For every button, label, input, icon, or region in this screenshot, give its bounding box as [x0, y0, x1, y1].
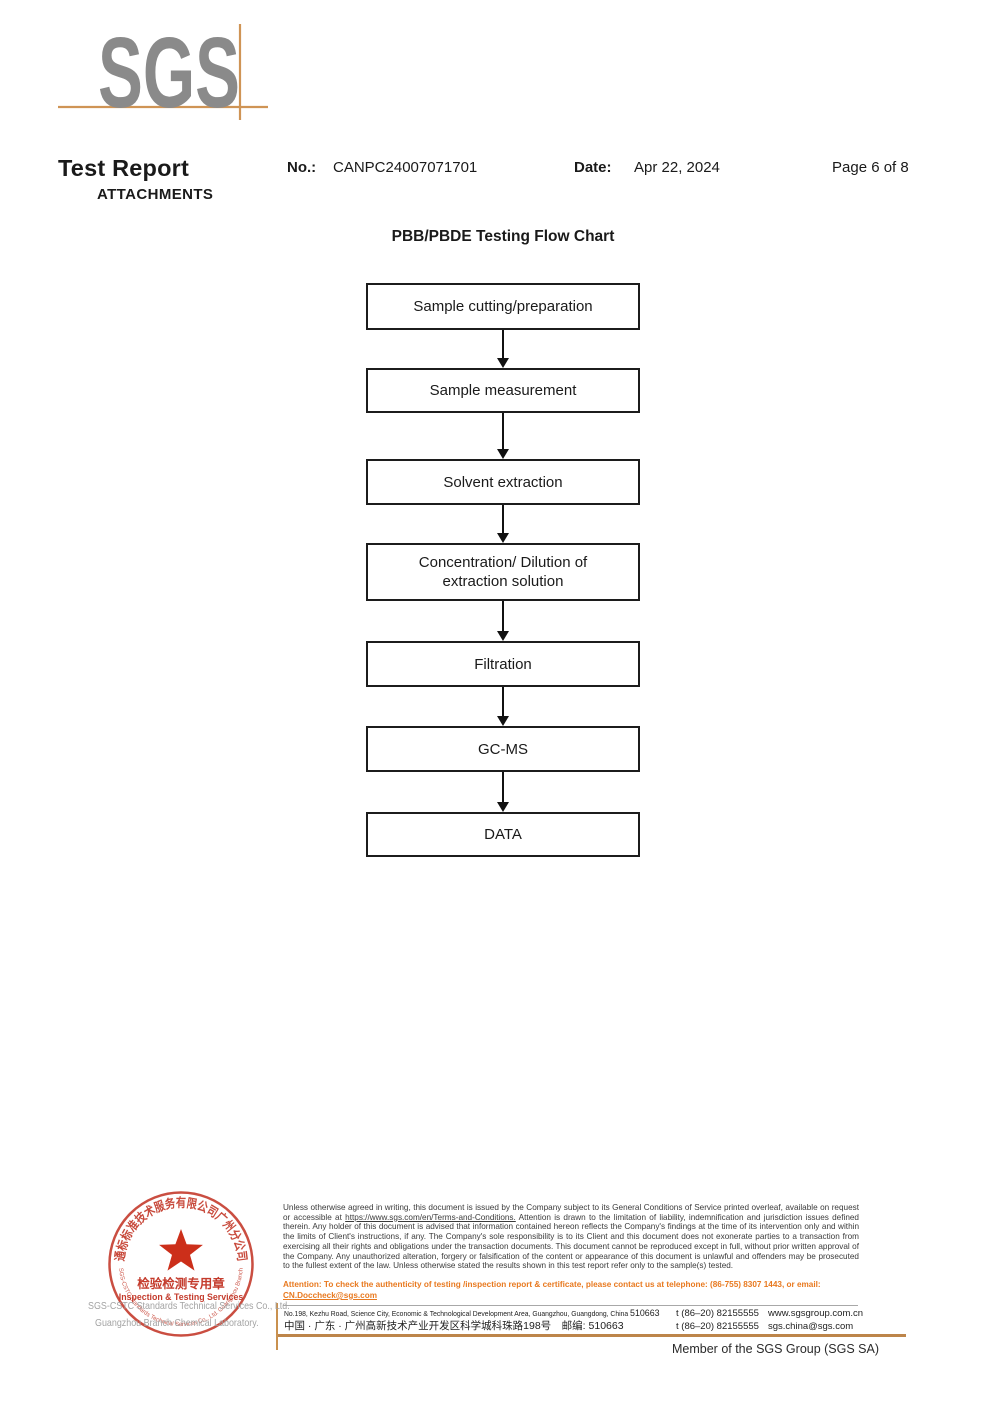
phone-number-2: t (86–20) 82155555	[676, 1321, 759, 1332]
sgs-china-email-link[interactable]: sgs.china@sgs.com	[768, 1321, 854, 1332]
stamp-seal-en: Inspection & Testing Services	[119, 1292, 244, 1302]
attention-text: Attention: To check the authenticity of …	[283, 1280, 821, 1289]
flow-arrow-icon	[497, 330, 509, 368]
report-no-value: CANPC24007071701	[333, 159, 478, 176]
address-divider	[283, 1305, 858, 1306]
report-date-value: Apr 22, 2024	[634, 159, 720, 176]
flow-step: Concentration/ Dilution of extraction so…	[366, 543, 640, 601]
address-english: No.198, Kezhu Road, Science City, Econom…	[284, 1308, 660, 1319]
legal-text-pre: Unless otherwise agreed in writing, this…	[283, 1203, 859, 1222]
address-chinese: 中国 · 广东 · 广州高新技术产业开发区科学城科珠路198号 邮编: 5106…	[284, 1320, 624, 1332]
postal-code: 510663	[630, 1308, 660, 1319]
attachments-label: ATTACHMENTS	[97, 186, 214, 203]
footer-crosshair-vertical	[276, 1303, 278, 1350]
flow-arrow-icon	[497, 505, 509, 543]
stamp-seal-cn: 检验检测专用章	[137, 1276, 225, 1291]
flow-arrow-icon	[497, 687, 509, 726]
flow-arrow-icon	[497, 772, 509, 812]
company-name-line1: SGS-CSTC Standards Technical Services Co…	[88, 1300, 290, 1312]
stamp-star-icon	[159, 1229, 203, 1271]
flow-step: Sample cutting/preparation	[366, 283, 640, 330]
logo-text: SGS	[98, 20, 240, 129]
sgs-member-note: Member of the SGS Group (SGS SA)	[672, 1342, 880, 1356]
report-no-label: No.:	[287, 159, 317, 176]
flow-arrow-icon	[497, 413, 509, 459]
doccheck-email-link[interactable]: CN.Doccheck@sgs.com	[283, 1290, 377, 1300]
flow-arrow-icon	[497, 601, 509, 641]
page-title: Test Report	[58, 155, 190, 181]
footer-rule-line	[278, 1334, 906, 1337]
flow-step: DATA	[366, 812, 640, 857]
flow-step: Sample measurement	[366, 368, 640, 413]
flow-step: Solvent extraction	[366, 459, 640, 505]
page-number: Page 6 of 8	[832, 159, 909, 176]
inspection-stamp: 通标标准技术服务有限公司广州分公司 SGS-CSTC Standards Tec…	[108, 1191, 254, 1337]
attention-notice: Attention: To check the authenticity of …	[283, 1280, 859, 1302]
report-date-label: Date:	[574, 159, 612, 176]
legal-text-post: Attention is drawn to the limitation of …	[283, 1212, 859, 1271]
website-link[interactable]: www.sgsgroup.com.cn	[768, 1308, 864, 1319]
flow-chart-title: PBB/PBDE Testing Flow Chart	[391, 228, 615, 245]
company-name-line2: Guangzhou Branch Chemical Laboratory.	[95, 1317, 259, 1329]
terms-link[interactable]: https://www.sgs.com/en/Terms-and-Conditi…	[345, 1212, 516, 1222]
stamp-circle	[108, 1191, 254, 1337]
flow-step: Filtration	[366, 641, 640, 687]
phone-number-1: t (86–20) 82155555	[676, 1308, 759, 1319]
sgs-logo: SGS	[58, 20, 268, 129]
legal-disclaimer: Unless otherwise agreed in writing, this…	[283, 1203, 859, 1271]
flow-step: GC-MS	[366, 726, 640, 772]
